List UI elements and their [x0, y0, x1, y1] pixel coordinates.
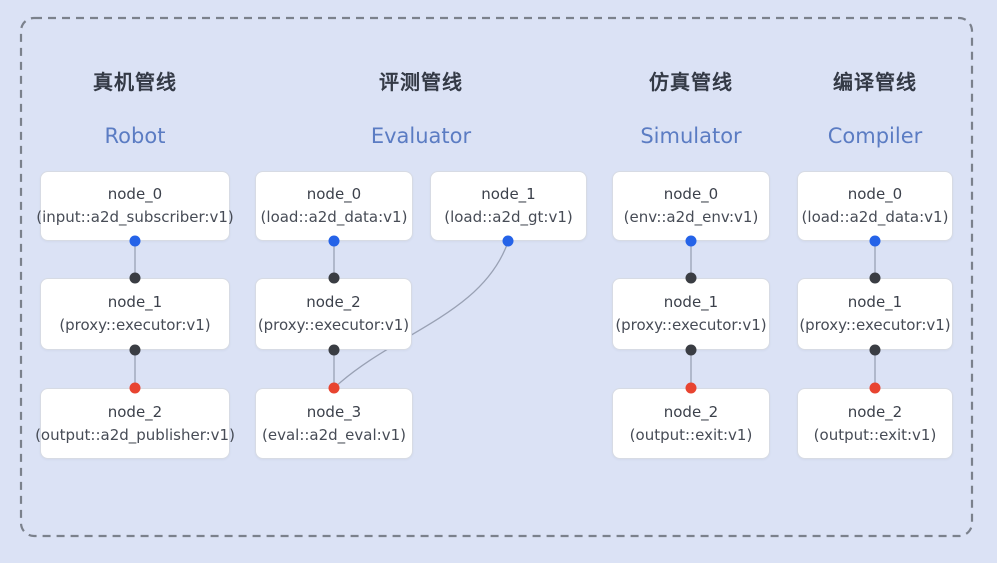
- pipeline-title-zh-evaluator: 评测管线: [379, 70, 463, 94]
- node-type: (env::a2d_env:v1): [623, 208, 759, 226]
- node-type: (load::a2d_data:v1): [801, 208, 949, 226]
- node-name: node_2: [847, 402, 903, 421]
- node-type: (load::a2d_data:v1): [260, 208, 408, 226]
- evaluator-node-2: node_2 (proxy::executor:v1): [255, 278, 412, 350]
- node-name: node_2: [306, 293, 361, 311]
- node-name: node_1: [107, 293, 163, 311]
- robot-node-0: node_0 (input::a2d_subscriber:v1): [36, 171, 234, 241]
- node-type: (load::a2d_gt:v1): [444, 208, 573, 226]
- node-name: node_1: [847, 293, 903, 311]
- node-name: node_2: [107, 402, 163, 421]
- node-type: (proxy::executor:v1): [799, 316, 951, 334]
- evaluator-node-1: node_1 (load::a2d_gt:v1): [430, 171, 587, 241]
- node-type: (output::exit:v1): [813, 425, 937, 444]
- node-name: node_3: [306, 402, 362, 421]
- node-type: (proxy::executor:v1): [59, 316, 211, 334]
- pipeline-title-en-compiler: Compiler: [827, 124, 923, 148]
- simulator-node-0: node_0 (env::a2d_env:v1): [612, 171, 770, 241]
- robot-node-1: node_1 (proxy::executor:v1): [40, 278, 230, 350]
- pipeline-title-zh-compiler: 编译管线: [833, 70, 917, 94]
- compiler-node-1: node_1 (proxy::executor:v1): [797, 278, 953, 350]
- node-name: node_0: [847, 185, 903, 203]
- node-name: node_0: [306, 185, 362, 203]
- pipeline-title-en-evaluator: Evaluator: [370, 124, 472, 148]
- node-type: (input::a2d_subscriber:v1): [36, 208, 234, 226]
- pipeline-title-zh-simulator: 仿真管线: [649, 70, 733, 94]
- evaluator-node-0: node_0 (load::a2d_data:v1): [255, 171, 413, 241]
- node-name: node_0: [107, 185, 163, 203]
- evaluator-node-3: node_3 (eval::a2d_eval:v1): [255, 388, 413, 459]
- pipeline-title-en-simulator: Simulator: [640, 124, 742, 148]
- node-type: (output::exit:v1): [629, 425, 753, 444]
- node-name: node_0: [663, 185, 719, 203]
- simulator-node-2: node_2 (output::exit:v1): [612, 388, 770, 459]
- node-name: node_1: [663, 293, 719, 311]
- node-type: (proxy::executor:v1): [257, 316, 410, 334]
- compiler-node-2: node_2 (output::exit:v1): [797, 388, 953, 459]
- robot-node-2: node_2 (output::a2d_publisher:v1): [35, 388, 235, 459]
- pipeline-title-en-robot: Robot: [104, 124, 166, 148]
- pipeline-title-zh-robot: 真机管线: [93, 70, 177, 94]
- compiler-node-0: node_0 (load::a2d_data:v1): [797, 171, 953, 241]
- node-type: (eval::a2d_eval:v1): [262, 425, 406, 444]
- simulator-node-1: node_1 (proxy::executor:v1): [612, 278, 770, 350]
- node-type: (output::a2d_publisher:v1): [35, 425, 235, 444]
- node-type: (proxy::executor:v1): [615, 316, 767, 334]
- node-name: node_1: [481, 185, 536, 203]
- node-name: node_2: [663, 402, 719, 421]
